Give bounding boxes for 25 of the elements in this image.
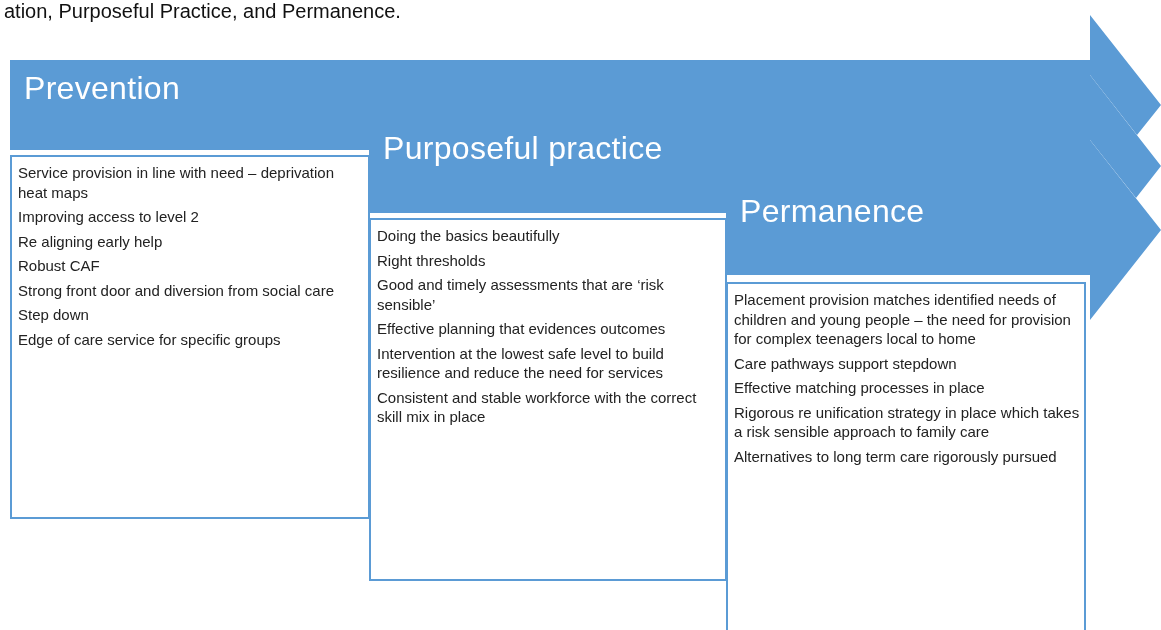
list-item: Intervention at the lowest safe level to build resilience and reduce the need for services <box>377 343 665 383</box>
list-item: Improving access to level 2 <box>18 207 200 227</box>
list-item: Right thresholds <box>377 250 487 270</box>
list-item: Placement provision matches identified needs of children and young people – the need for provision for complex teenagers local to home <box>734 290 1072 349</box>
list-item: Doing the basics beautifully <box>377 226 561 246</box>
list-item: Re aligning early help <box>18 231 164 251</box>
band-heading: Permanence <box>740 193 925 230</box>
list-item: Rigorous re unification strategy in place which takes a risk sensible approach to family care <box>734 402 1080 442</box>
list-item: Strong front door and diversion from social care <box>18 280 335 300</box>
band-heading: Prevention <box>24 70 180 107</box>
list-item: Robust CAF <box>18 256 101 276</box>
band-heading: Purposeful practice <box>383 130 663 167</box>
list-box <box>10 155 370 519</box>
list-item: Care pathways support stepdown <box>734 353 958 373</box>
list-item: Effective planning that evidences outcomes <box>377 319 667 339</box>
list-item: Edge of care service for specific groups <box>18 329 282 349</box>
list-box <box>726 282 1086 630</box>
list-box <box>369 218 727 581</box>
list-item: Alternatives to long term care rigorously pursued <box>734 446 1058 466</box>
list-item: Good and timely assessments that are ‘risk sensible’ <box>377 275 665 314</box>
list-item: Step down <box>18 305 90 325</box>
list-item: Effective matching processes in place <box>734 378 986 398</box>
list-item: Consistent and stable workforce with the correct skill mix in place <box>377 387 698 427</box>
heading-text: ation, Purposeful Practice, and Permanence. <box>4 0 401 22</box>
list-item: Service provision in line with need – deprivation heat maps <box>18 163 335 202</box>
